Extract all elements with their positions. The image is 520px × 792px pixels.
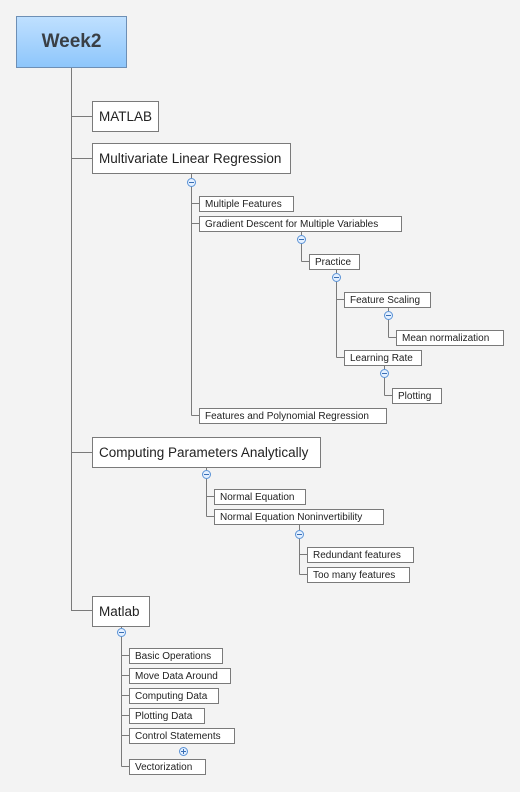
root-topic-week2[interactable]: Week2	[16, 16, 127, 68]
expand-control-statements-plus-icon[interactable]	[179, 747, 188, 756]
collapse-feature-scaling-minus-icon[interactable]	[384, 311, 393, 320]
topic-multivariate-linear-regression[interactable]: Multivariate Linear Regression	[92, 143, 291, 174]
subtopic-redundant-features[interactable]: Redundant features	[307, 547, 414, 563]
collapse-computing-minus-icon[interactable]	[202, 470, 211, 479]
subtopic-too-many-features[interactable]: Too many features	[307, 567, 410, 583]
topic-matlab[interactable]: Matlab	[92, 596, 150, 627]
subtopic-practice[interactable]: Practice	[309, 254, 360, 270]
collapse-matlab-minus-icon[interactable]	[117, 628, 126, 637]
subtopic-mean-normalization[interactable]: Mean normalization	[396, 330, 504, 346]
collapse-practice-minus-icon[interactable]	[332, 273, 341, 282]
subtopic-multiple-features[interactable]: Multiple Features	[199, 196, 294, 212]
subtopic-control-statements[interactable]: Control Statements	[129, 728, 235, 744]
subtopic-plotting[interactable]: Plotting	[392, 388, 442, 404]
subtopic-features-polynomial-regression[interactable]: Features and Polynomial Regression	[199, 408, 387, 424]
subtopic-learning-rate[interactable]: Learning Rate	[344, 350, 422, 366]
collapse-mlr-minus-icon[interactable]	[187, 178, 196, 187]
subtopic-plotting-data[interactable]: Plotting Data	[129, 708, 205, 724]
subtopic-feature-scaling[interactable]: Feature Scaling	[344, 292, 431, 308]
collapse-learning-rate-minus-icon[interactable]	[380, 369, 389, 378]
subtopic-normal-equation-noninvertibility[interactable]: Normal Equation Noninvertibility	[214, 509, 384, 525]
subtopic-computing-data[interactable]: Computing Data	[129, 688, 219, 704]
collapse-noninvertibility-minus-icon[interactable]	[295, 530, 304, 539]
subtopic-normal-equation[interactable]: Normal Equation	[214, 489, 306, 505]
topic-computing-parameters-analytically[interactable]: Computing Parameters Analytically	[92, 437, 321, 468]
subtopic-vectorization[interactable]: Vectorization	[129, 759, 206, 775]
subtopic-basic-operations[interactable]: Basic Operations	[129, 648, 223, 664]
subtopic-move-data-around[interactable]: Move Data Around	[129, 668, 231, 684]
subtopic-gradient-descent[interactable]: Gradient Descent for Multiple Variables	[199, 216, 402, 232]
topic-matlab-upper[interactable]: MATLAB	[92, 101, 159, 132]
collapse-gradient-descent-minus-icon[interactable]	[297, 235, 306, 244]
